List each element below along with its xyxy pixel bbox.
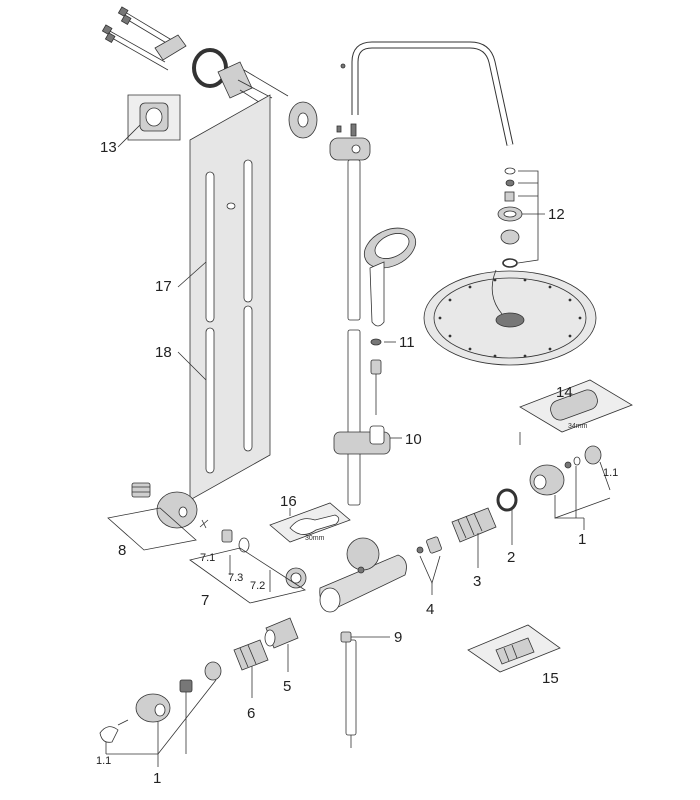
wall-oring bbox=[192, 48, 228, 88]
item-8: 8 bbox=[107, 482, 198, 559]
callout-1-1-top: 1.1 bbox=[603, 467, 618, 479]
wall-bracket-assembly bbox=[101, 6, 318, 139]
item-13-panel: 13 bbox=[100, 94, 181, 156]
callout-7-3: 7.3 bbox=[228, 572, 243, 584]
item-3-cartridge: 3 bbox=[451, 507, 497, 590]
item-6: 6 bbox=[233, 639, 269, 722]
callout-2: 2 bbox=[507, 549, 515, 566]
head-shower: 12 bbox=[423, 167, 597, 366]
hand-shower-handle bbox=[369, 261, 385, 327]
rail-17-right bbox=[243, 159, 253, 303]
callout-7-2: 7.2 bbox=[250, 580, 265, 592]
thermostat-handle-left: 1.1 1 bbox=[96, 661, 222, 787]
item-10-slider: 10 bbox=[333, 425, 422, 455]
column-upper-tube bbox=[347, 159, 361, 321]
rail-18-left bbox=[205, 327, 215, 474]
item-15-panel: 15 bbox=[467, 624, 561, 687]
ball-joint bbox=[500, 229, 520, 245]
callout-10: 10 bbox=[405, 431, 422, 448]
item-16-panel: 30mm 16 bbox=[269, 493, 351, 543]
item-9: 9 bbox=[340, 629, 402, 646]
cartridge-14 bbox=[550, 389, 598, 421]
item-2: 2 bbox=[496, 488, 518, 566]
callout-16: 16 bbox=[280, 493, 297, 510]
thermostat-handle-right: 1.1 1 bbox=[519, 432, 618, 548]
nozzle-dots bbox=[438, 278, 582, 358]
cartridge-15 bbox=[495, 637, 535, 665]
callout-1-1-bottom: 1.1 bbox=[96, 755, 111, 767]
rail-17-left bbox=[205, 171, 215, 323]
callout-17: 17 bbox=[155, 278, 172, 295]
callout-6: 6 bbox=[247, 705, 255, 722]
cap-1-1-bottom bbox=[99, 726, 119, 743]
cartridge-size-label: 34mm bbox=[568, 423, 588, 430]
callout-7: 7 bbox=[201, 592, 209, 609]
callout-11: 11 bbox=[399, 334, 415, 351]
item-7: 7.1 7.3 7.2 7 bbox=[189, 519, 307, 609]
callout-8: 8 bbox=[118, 542, 126, 559]
callout-3: 3 bbox=[473, 573, 481, 590]
item-14-panel: 34mm 14 bbox=[519, 379, 633, 433]
callout-13: 13 bbox=[100, 139, 117, 156]
rails-panel: 17 18 bbox=[155, 94, 271, 501]
callout-1-top: 1 bbox=[578, 531, 586, 548]
callout-9: 9 bbox=[394, 629, 402, 646]
shower-arm bbox=[351, 41, 514, 146]
callout-14: 14 bbox=[556, 384, 573, 401]
wall-mount-plate bbox=[154, 34, 187, 61]
item-4: 4 bbox=[416, 536, 442, 618]
column-lower-tube bbox=[347, 329, 361, 506]
callout-4: 4 bbox=[426, 601, 434, 618]
callout-1-bottom: 1 bbox=[153, 770, 161, 787]
head-shower-center bbox=[495, 312, 525, 328]
upper-column-bracket bbox=[329, 137, 371, 161]
callout-18: 18 bbox=[155, 344, 172, 361]
callout-15: 15 bbox=[542, 670, 559, 687]
wrench-size-label: 30mm bbox=[305, 535, 325, 542]
wall-screws bbox=[101, 6, 179, 71]
cap-1-1-top bbox=[584, 445, 602, 465]
column-bottom-tube bbox=[345, 639, 357, 736]
item-5: 5 bbox=[264, 617, 299, 695]
shower-hose bbox=[370, 359, 382, 415]
callout-12: 12 bbox=[548, 206, 565, 223]
wrench-16 bbox=[289, 514, 340, 535]
rail-18-right bbox=[243, 305, 253, 452]
thermostat-body bbox=[319, 537, 407, 613]
hand-shower bbox=[363, 227, 417, 327]
item-11: 11 bbox=[370, 334, 415, 351]
wall-bracket-body bbox=[217, 61, 253, 99]
shower-column bbox=[329, 41, 514, 748]
callout-7-1: 7.1 bbox=[200, 552, 215, 564]
callout-5: 5 bbox=[283, 678, 291, 695]
s-union-rosette bbox=[156, 491, 198, 529]
